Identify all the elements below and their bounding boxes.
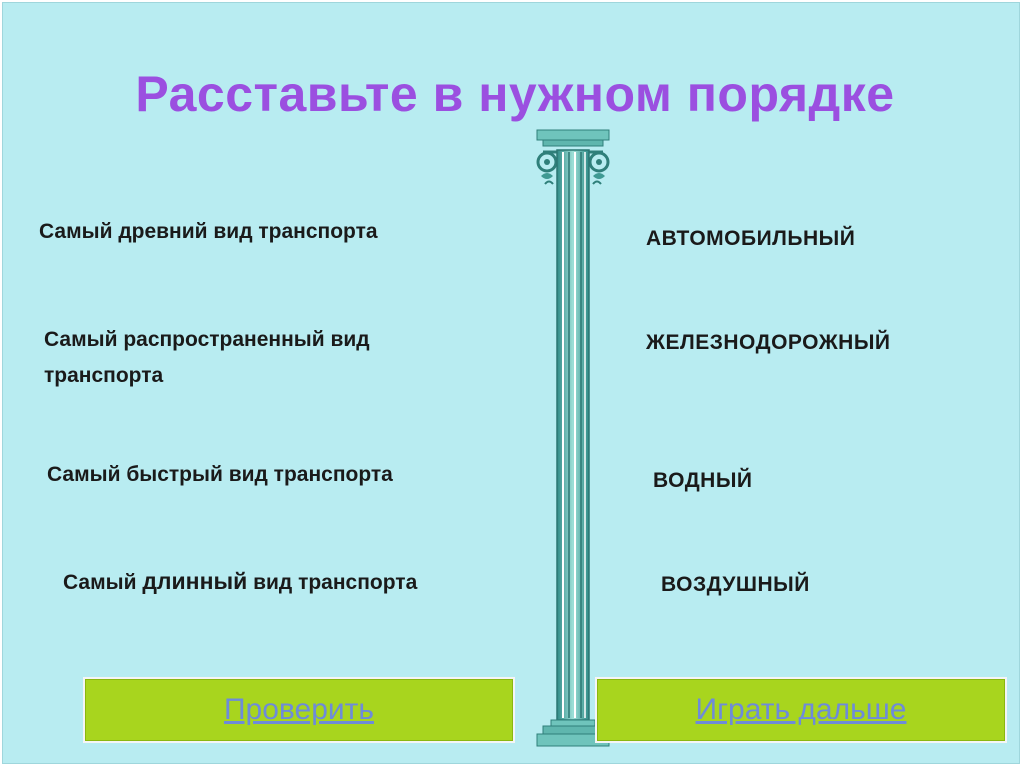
continue-button-label[interactable]: Играть дальше <box>695 693 907 726</box>
answer-automobile[interactable]: АВТОМОБИЛЬНЫЙ <box>646 227 856 250</box>
ionic-column-icon <box>536 129 610 747</box>
question-suffix: вид транспорта <box>247 571 418 594</box>
question-longest: Самый длинный вид транспорта <box>63 563 417 601</box>
question-label-line1: Самый распространенный вид <box>44 328 370 351</box>
question-label-line2: транспорта <box>44 364 164 387</box>
question-label: Самый древний вид транспорта <box>39 220 378 243</box>
question-fastest: Самый быстрый вид транспорта <box>47 457 393 493</box>
answer-railway[interactable]: ЖЕЛЕЗНОДОРОЖНЫЙ <box>646 331 891 354</box>
answer-air[interactable]: ВОЗДУШНЫЙ <box>661 573 810 596</box>
question-label: Самый быстрый вид транспорта <box>47 463 393 486</box>
check-button[interactable]: Проверить <box>83 677 515 743</box>
question-most-common: Самый распространенный вид транспорта <box>44 322 370 394</box>
question-emphasis: длинный <box>142 568 248 594</box>
continue-button[interactable]: Играть дальше <box>595 677 1007 743</box>
page-title: Расставьте в нужном порядке <box>135 66 895 122</box>
question-oldest: Самый древний вид транспорта <box>39 214 378 250</box>
question-prefix: Самый <box>63 571 143 594</box>
answer-water[interactable]: ВОДНЫЙ <box>653 469 753 492</box>
check-button-label[interactable]: Проверить <box>223 693 375 726</box>
